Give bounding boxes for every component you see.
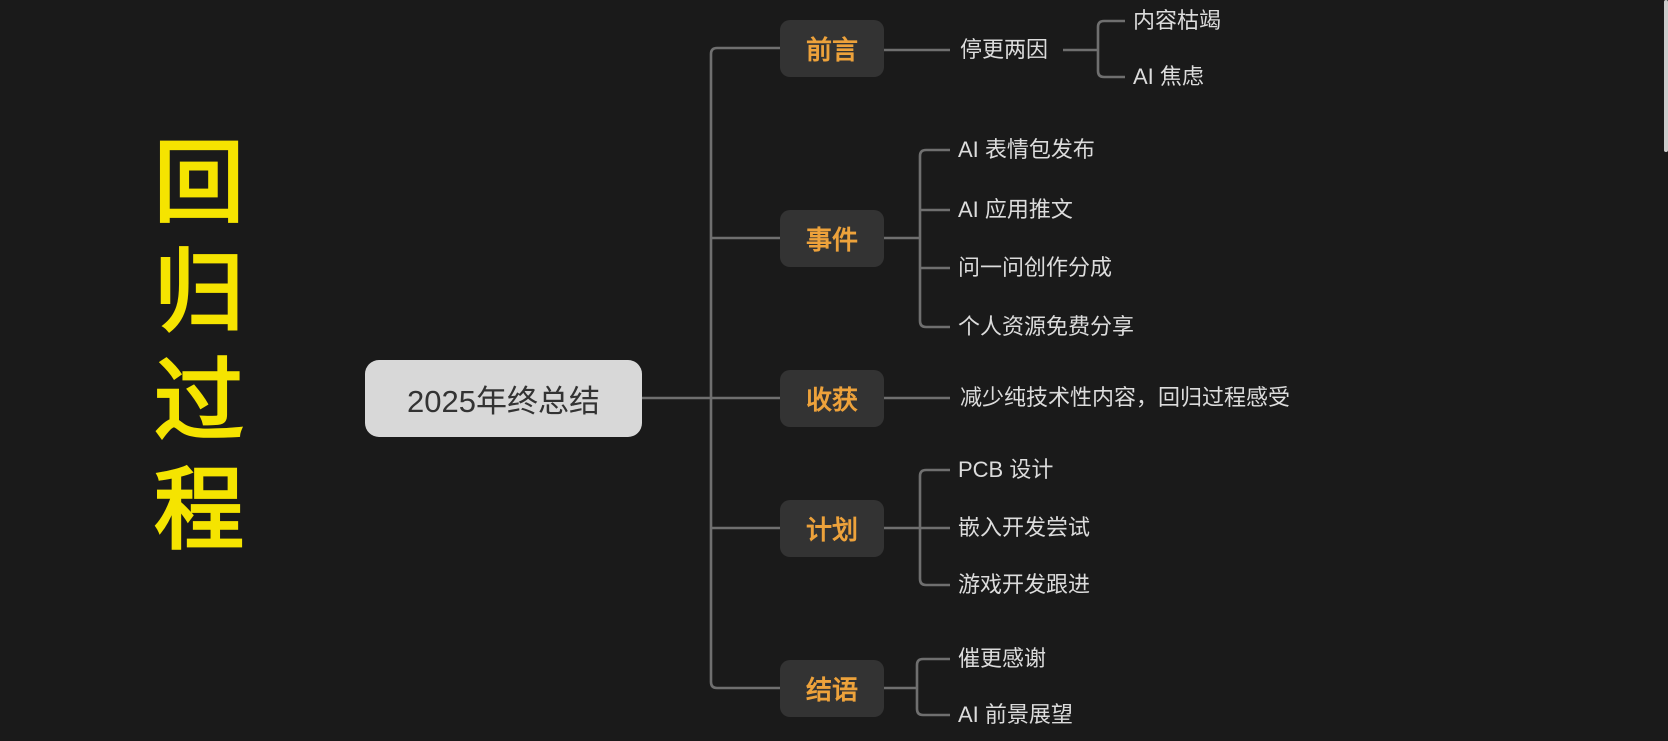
poster-title-char: 程: [154, 461, 244, 561]
root-node[interactable]: 2025年终总结: [365, 360, 642, 437]
edge-conclusion-bracket: [915, 657, 950, 717]
leaf-node-ai-outlook[interactable]: AI 前景展望: [958, 702, 1073, 727]
edge-reasons-bracket: [1096, 19, 1125, 79]
edge-events-bracket: [918, 148, 950, 329]
edge-trunk: [709, 46, 780, 690]
branch-node-conclusion[interactable]: 结语: [780, 660, 884, 717]
branch-node-preface[interactable]: 前言: [780, 20, 884, 77]
leaf-node-ai-app-tweets[interactable]: AI 应用推文: [958, 197, 1073, 222]
branch-node-events[interactable]: 事件: [780, 210, 884, 267]
vertical-scrollbar-thumb[interactable]: [1664, 0, 1668, 152]
leaf-node-game-dev[interactable]: 游戏开发跟进: [958, 572, 1091, 597]
leaf-node-qa-revenue-share[interactable]: 问一问创作分成: [958, 255, 1113, 280]
leaf-node-ai-anxiety[interactable]: AI 焦虑: [1133, 64, 1204, 89]
leaf-node-stop-reasons[interactable]: 停更两因: [960, 37, 1049, 62]
poster-title: 回 归 过 程: [147, 130, 251, 566]
leaf-node-content-dry[interactable]: 内容枯竭: [1133, 8, 1222, 33]
poster-title-char: 归: [154, 243, 244, 343]
leaf-node-harvest-summary[interactable]: 减少纯技术性内容，回归过程感受: [960, 385, 1291, 410]
leaf-node-embedded-dev[interactable]: 嵌入开发尝试: [958, 515, 1091, 540]
branch-node-harvest[interactable]: 收获: [780, 370, 884, 427]
leaf-node-update-thanks[interactable]: 催更感谢: [958, 646, 1047, 671]
poster-title-char: 过: [154, 352, 244, 452]
leaf-node-pcb-design[interactable]: PCB 设计: [958, 457, 1054, 482]
leaf-node-free-resource-share[interactable]: 个人资源免费分享: [958, 314, 1135, 339]
leaf-node-ai-meme-release[interactable]: AI 表情包发布: [958, 137, 1095, 162]
branch-node-plans[interactable]: 计划: [780, 500, 884, 557]
poster-title-char: 回: [154, 134, 244, 234]
